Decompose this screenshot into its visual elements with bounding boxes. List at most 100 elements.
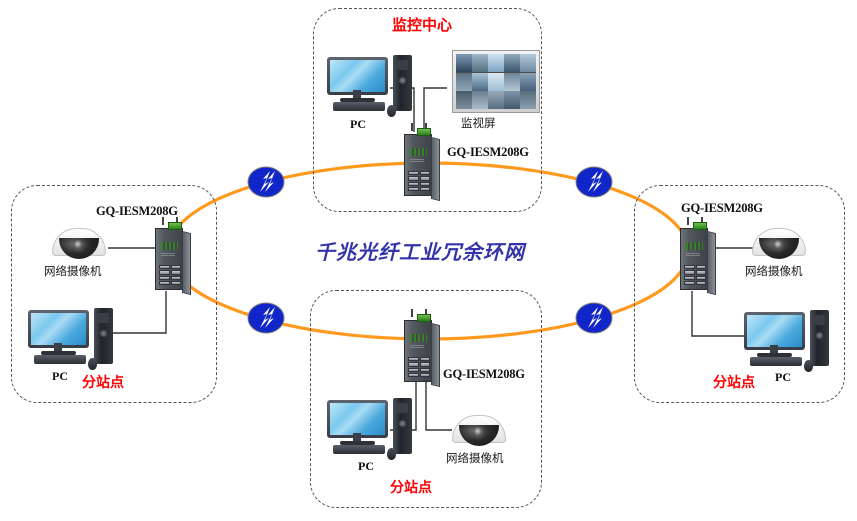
camera-lens-icon: [73, 240, 86, 253]
monitor-bezel-icon: [327, 400, 388, 438]
switch-port-array-icon: [408, 357, 430, 377]
switch-port-array-icon: [684, 265, 706, 285]
power-button-icon: [399, 420, 406, 427]
switch-model-label-right: GQ-IESM208G: [681, 201, 763, 215]
optical-drive-icon: [97, 313, 109, 323]
mouse-icon: [804, 360, 813, 372]
site-box-top: [313, 8, 542, 212]
switch-model-label-bottom: GQ-IESM208G: [443, 367, 525, 381]
power-terminal-block-icon: [417, 128, 431, 136]
monitor-stand-icon: [770, 345, 778, 354]
switch-led-strip-icon: [410, 334, 427, 342]
switch-led-strip-icon: [410, 148, 427, 156]
switch-side-panel-icon: [431, 322, 440, 388]
fiber-node-top-right: [575, 166, 613, 198]
switch-port-array-icon: [159, 265, 181, 285]
switch-chassis-icon: [680, 228, 708, 290]
keyboard-icon: [34, 355, 86, 364]
fiber-node-top-left: [247, 166, 285, 198]
device-camera-left: [52, 224, 108, 260]
switch-side-panel-icon: [182, 230, 191, 296]
monitor-base-icon: [41, 351, 76, 355]
power-button-icon: [100, 330, 107, 337]
camera-lens-icon: [773, 240, 786, 253]
switch-led-strip-icon: [161, 242, 178, 250]
site-box-left: [11, 185, 217, 403]
device-camera-bottom: [452, 411, 508, 447]
device-switch-top: [404, 123, 444, 206]
switch-silkscreen-icon: [686, 252, 700, 256]
monitor-stand-icon: [54, 343, 62, 352]
device-switch-right: [680, 217, 720, 300]
keyboard-icon: [333, 102, 385, 111]
power-button-icon: [816, 332, 823, 339]
device-switch-bottom: [404, 309, 444, 392]
device-pc-top: [327, 55, 415, 117]
switch-model-label-top: GQ-IESM208G: [447, 145, 529, 159]
device-pc-left: [28, 308, 116, 370]
device-camera-right: [752, 224, 808, 260]
pc-tower-icon: [393, 398, 412, 454]
video-wall-frame-icon: [452, 50, 540, 113]
switch-silkscreen-icon: [161, 252, 175, 256]
monitor-screen-icon: [31, 313, 86, 345]
device-label-camera-right: 网络摄像机: [745, 264, 803, 278]
fiber-node-bottom-left: [247, 302, 285, 334]
switch-silkscreen-icon: [410, 158, 424, 162]
mouse-icon: [387, 105, 396, 117]
ring-title: 千兆光纤工业冗余环网: [315, 240, 525, 264]
device-label-pc-bottom: PC: [358, 459, 374, 473]
pc-tower-icon: [393, 55, 412, 111]
switch-chassis-icon: [155, 228, 183, 290]
power-button-icon: [399, 77, 406, 84]
pc-tower-icon: [94, 308, 113, 364]
fiber-node-bottom-right: [575, 302, 613, 334]
mouse-icon: [88, 358, 97, 370]
site-label-bottom: 分站点: [390, 480, 432, 496]
device-label-video-wall: 监视屏: [461, 116, 496, 130]
monitor-stand-icon: [353, 90, 361, 99]
switch-chassis-icon: [404, 320, 432, 382]
optical-drive-icon: [396, 403, 408, 413]
power-terminal-block-icon: [168, 222, 182, 230]
keyboard-icon: [750, 357, 802, 366]
switch-model-label-left: GQ-IESM208G: [96, 204, 178, 218]
switch-chassis-icon: [404, 134, 432, 196]
device-pc-bottom: [327, 398, 415, 460]
device-label-camera-left: 网络摄像机: [44, 264, 102, 278]
device-label-pc-top: PC: [350, 117, 366, 131]
monitor-bezel-icon: [744, 312, 805, 350]
switch-led-strip-icon: [686, 242, 703, 250]
monitor-base-icon: [340, 441, 375, 445]
mouse-icon: [387, 448, 396, 460]
monitor-bezel-icon: [327, 57, 388, 95]
device-label-pc-right: PC: [775, 370, 791, 384]
optical-drive-icon: [396, 60, 408, 70]
monitor-screen-icon: [747, 315, 802, 347]
power-terminal-block-icon: [693, 222, 707, 230]
switch-silkscreen-icon: [410, 344, 424, 348]
monitor-screen-icon: [330, 60, 385, 92]
monitor-stand-icon: [353, 433, 361, 442]
site-label-right: 分站点: [713, 375, 755, 391]
switch-side-panel-icon: [431, 136, 440, 202]
site-box-right: [634, 185, 845, 403]
keyboard-icon: [333, 445, 385, 454]
site-label-top: 监控中心: [392, 16, 453, 34]
monitor-base-icon: [340, 98, 375, 102]
optical-drive-icon: [813, 315, 825, 325]
device-pc-right: [744, 310, 832, 372]
device-label-pc-left: PC: [52, 369, 68, 383]
switch-side-panel-icon: [707, 230, 716, 296]
device-switch-left: [155, 217, 195, 300]
site-box-bottom: [310, 290, 542, 508]
site-label-left: 分站点: [82, 375, 124, 391]
monitor-bezel-icon: [28, 310, 89, 348]
device-label-camera-bottom: 网络摄像机: [446, 451, 504, 465]
camera-lens-icon: [473, 427, 486, 440]
pc-tower-icon: [810, 310, 829, 366]
power-terminal-block-icon: [417, 314, 431, 322]
video-wall-grid-icon: [456, 54, 536, 109]
monitor-screen-icon: [330, 403, 385, 435]
